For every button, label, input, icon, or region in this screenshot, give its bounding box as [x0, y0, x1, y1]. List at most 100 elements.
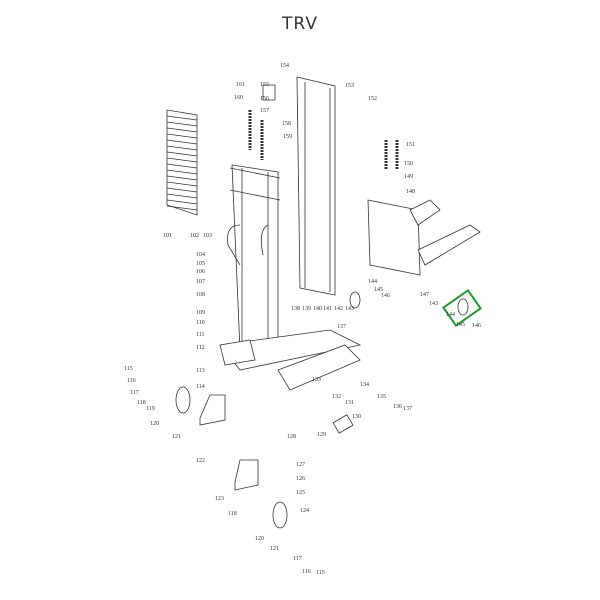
part-label-145: 145: [456, 322, 465, 328]
part-label-135: 135: [377, 394, 386, 400]
part-label-139: 139: [302, 306, 311, 312]
part-label-145: 145: [374, 287, 383, 293]
highlight-box: [442, 288, 482, 328]
part-label-147: 147: [420, 292, 429, 298]
fork-carriage: [367, 199, 481, 276]
mesh-line: [166, 145, 198, 151]
part-label-131: 131: [345, 400, 354, 406]
mast-frame: [227, 164, 281, 356]
part-label-143: 143: [345, 306, 354, 312]
part-label-146: 146: [472, 323, 481, 329]
mesh-line: [166, 157, 198, 163]
diagram-title: TRV: [282, 14, 318, 34]
part-label-121: 121: [172, 434, 181, 440]
part-label-143: 143: [429, 301, 438, 307]
guard-mesh: [166, 109, 198, 216]
part-label-118: 118: [228, 511, 237, 517]
part-label-127: 127: [296, 462, 305, 468]
part-label-123: 123: [215, 496, 224, 502]
part-label-142: 142: [334, 306, 343, 312]
part-label-120: 120: [150, 421, 159, 427]
part-label-133: 133: [312, 377, 321, 383]
mesh-line: [166, 139, 198, 145]
part-label-157: 157: [260, 108, 269, 114]
part-label-137: 137: [403, 406, 412, 412]
part-label-160: 160: [234, 95, 243, 101]
mesh-line: [166, 151, 198, 157]
mesh-line: [166, 133, 198, 139]
part-label-107: 107: [196, 279, 205, 285]
part-label-156: 156: [260, 96, 269, 102]
part-label-146: 146: [381, 293, 390, 299]
base-legs: [219, 329, 362, 391]
part-label-128: 128: [287, 434, 296, 440]
part-label-119: 119: [146, 406, 155, 412]
part-label-151: 151: [406, 142, 415, 148]
part-label-109: 109: [196, 310, 205, 316]
mesh-line: [166, 163, 198, 169]
part-label-117: 117: [293, 556, 302, 562]
part-label-155: 155: [260, 82, 269, 88]
part-label-102: 102: [190, 233, 199, 239]
part-label-110: 110: [196, 320, 205, 326]
part-label-148: 148: [406, 189, 415, 195]
mesh-line: [166, 193, 198, 199]
part-label-137: 137: [337, 324, 346, 330]
part-label-136: 136: [393, 404, 402, 410]
mesh-line: [166, 205, 198, 211]
part-label-134: 134: [360, 382, 369, 388]
part-label-152: 152: [368, 96, 377, 102]
part-labels: 101 102 103 104 105 106 107 108 109 110 111 112 113 1…: [124, 63, 481, 576]
part-label-126: 126: [296, 476, 305, 482]
part-label-103: 103: [203, 233, 212, 239]
part-label-101: 101: [163, 233, 172, 239]
mesh-line: [166, 187, 198, 193]
part-label-105: 105: [196, 261, 205, 267]
part-label-161: 161: [236, 82, 245, 88]
part-label-124: 124: [300, 508, 309, 514]
part-label-104: 104: [196, 252, 205, 258]
part-label-129: 129: [317, 432, 326, 438]
part-label-114: 114: [196, 384, 205, 390]
part-label-132: 132: [332, 394, 341, 400]
part-label-153: 153: [345, 83, 354, 89]
part-label-154: 154: [280, 63, 289, 69]
part-label-118: 118: [137, 400, 146, 406]
part-label-144: 144: [446, 312, 455, 318]
part-label-113: 113: [196, 368, 205, 374]
part-label-138: 138: [291, 306, 300, 312]
mesh-line: [166, 181, 198, 187]
part-label-116: 116: [302, 569, 311, 575]
mesh-line: [166, 127, 198, 133]
part-label-144: 144: [368, 279, 377, 285]
mesh-line: [166, 121, 198, 127]
part-label-112: 112: [196, 345, 205, 351]
part-label-121: 121: [270, 546, 279, 552]
part-label-150: 150: [404, 161, 413, 167]
part-label-149: 149: [404, 174, 413, 180]
part-label-120: 120: [255, 536, 264, 542]
part-label-115: 115: [124, 366, 133, 372]
part-label-106: 106: [196, 269, 205, 275]
mesh-line: [166, 115, 198, 121]
part-label-115: 115: [316, 570, 325, 576]
part-label-122: 122: [196, 458, 205, 464]
part-label-111: 111: [196, 332, 205, 338]
part-label-158: 158: [282, 121, 291, 127]
chains: [248, 110, 399, 170]
inner-mast: [296, 76, 336, 296]
wheels: [175, 291, 469, 529]
part-label-108: 108: [196, 292, 205, 298]
part-label-117: 117: [130, 390, 139, 396]
mesh-line: [166, 175, 198, 181]
part-label-130: 130: [352, 414, 361, 420]
part-label-116: 116: [127, 378, 136, 384]
casters: [199, 84, 276, 491]
mesh-line: [166, 169, 198, 175]
part-label-141: 141: [323, 306, 332, 312]
part-label-159: 159: [283, 134, 292, 140]
mesh-line: [166, 199, 198, 205]
part-label-140: 140: [313, 306, 322, 312]
part-label-125: 125: [296, 490, 305, 496]
